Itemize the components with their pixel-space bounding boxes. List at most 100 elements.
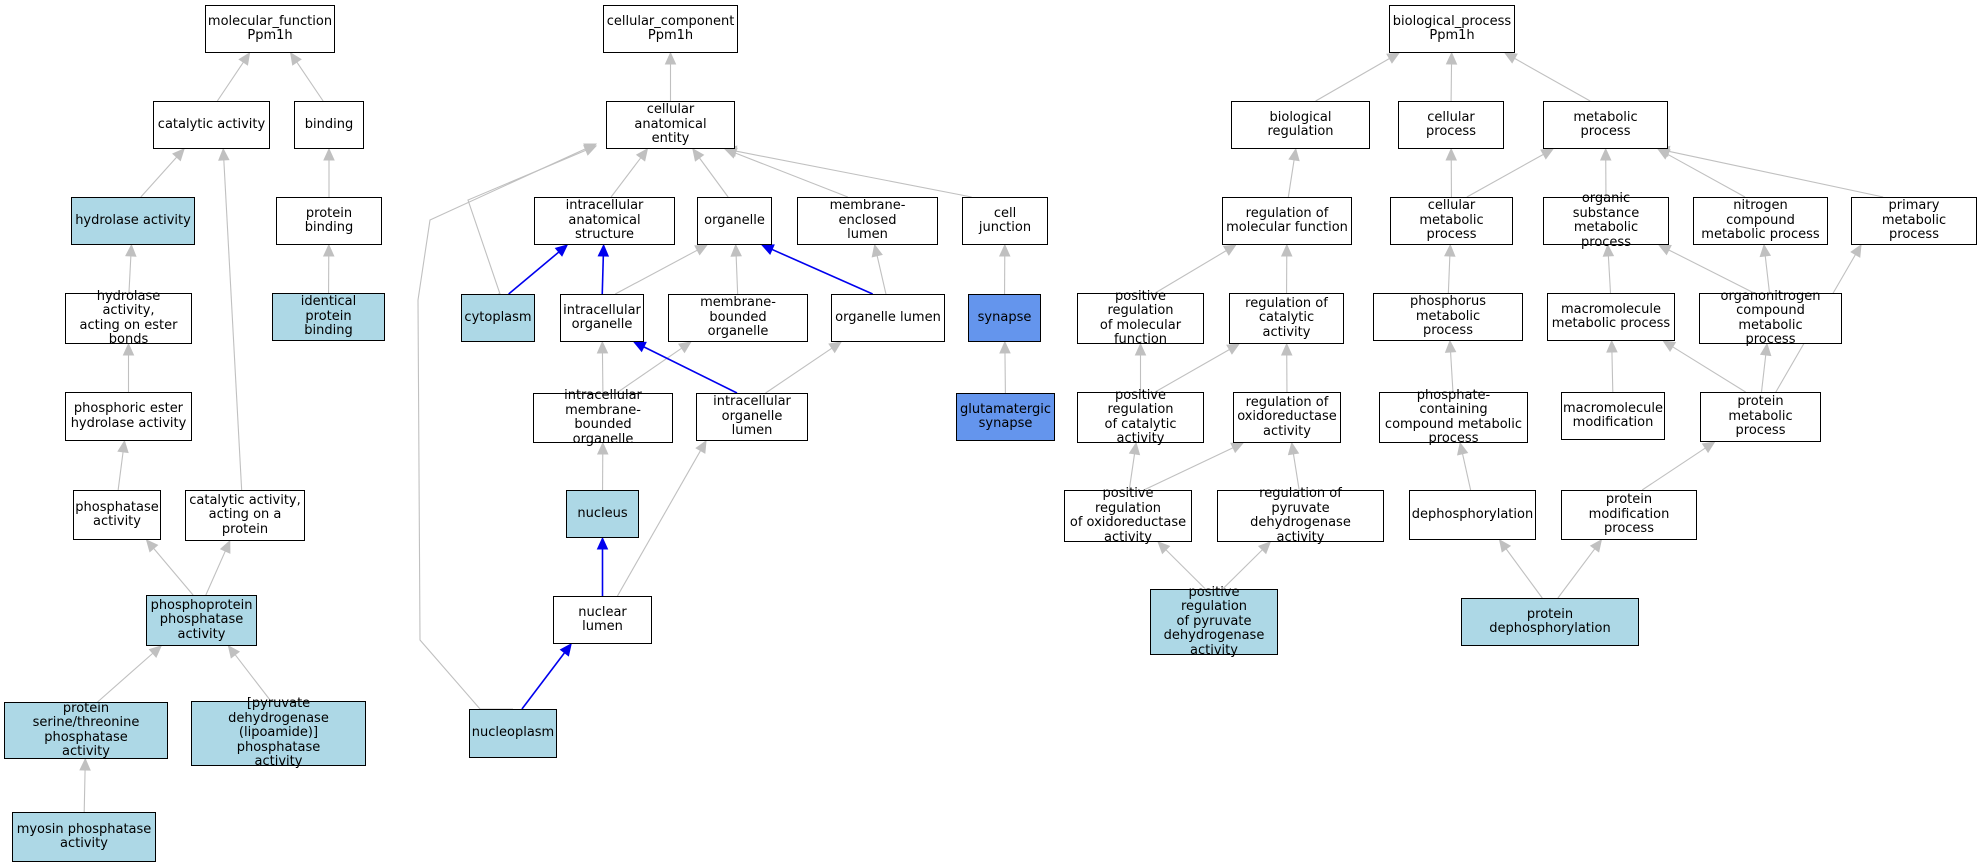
edge-pos_reg_oxidored-to-pos_reg_cat_act — [1128, 453, 1136, 491]
edge-arrowhead-binding-to-mf_root — [289, 51, 302, 66]
edge-organelle_lumen-to-organelle — [771, 248, 873, 295]
edge-arrowhead-ser_thr_phosphatase-to-phosphoprotein_phosphatase — [148, 645, 162, 658]
node-dephosphorylation[interactable]: dephosphorylation — [1409, 490, 1536, 540]
node-organelle-lumen[interactable]: organelle lumen — [831, 294, 945, 342]
node-phosphorus-metabolic-process[interactable]: phosphorus metabolic process — [1373, 293, 1523, 341]
edge-arrowhead-ic_mem_bound_org-to-ic_organelle — [596, 340, 609, 354]
node-intracellular-membrane-bounded-organelle[interactable]: intracellular membrane-bounded organelle — [533, 388, 673, 446]
node-intracellular-organelle[interactable]: intracellular organelle — [560, 294, 644, 342]
edge-arrowhead-nuclear_lumen-to-ic_org_lumen — [695, 439, 707, 454]
node-metabolic-process[interactable]: metabolic process — [1543, 101, 1668, 149]
node-macromolecule-metabolic-process[interactable]: macromolecule metabolic process — [1547, 293, 1675, 341]
node-binding[interactable]: binding — [294, 101, 364, 149]
node-catalytic-activity-protein[interactable]: catalytic activity, acting on a protein — [185, 490, 305, 541]
node-intracellular-anatomical-structure[interactable]: intracellular anatomical structure — [534, 197, 675, 245]
node-nuclear-lumen[interactable]: nuclear lumen — [553, 596, 652, 644]
node-phosphatase-activity[interactable]: phosphatase activity — [73, 490, 161, 540]
node-cellular-anatomical-entity[interactable]: cellular anatomical entity — [606, 101, 735, 149]
node-nucleoplasm[interactable]: nucleoplasm — [469, 709, 557, 758]
edge-metabolic_process-to-bp_root — [1514, 57, 1591, 102]
edge-ser_thr_phosphatase-to-phosphoprotein_phosphatase — [97, 652, 154, 703]
edge-arrowhead-myosin_phosphatase-to-ser_thr_phosphatase — [79, 757, 91, 771]
node-cell-junction[interactable]: cell junction — [962, 197, 1048, 245]
edge-arrowhead-reg_pdh-to-reg_oxidored — [1287, 441, 1300, 456]
edge-arrowhead-cytoplasm-to-ias — [554, 244, 569, 257]
edge-arrowhead-protein_dephos-to-protein_mod — [1589, 539, 1603, 553]
edge-arrowhead-cell_met-to-cellular_process — [1445, 147, 1458, 161]
node-biological-process-root[interactable]: biological_process Ppm1h — [1389, 5, 1515, 53]
node-nucleus[interactable]: nucleus — [566, 490, 639, 538]
node-regulation-of-oxidoreductase-activity[interactable]: regulation of oxidoreductase activity — [1233, 392, 1341, 443]
node-phosphate-containing-compound-metabolic-process[interactable]: phosphate-containing compound metabolic … — [1379, 388, 1528, 446]
node-regulation-of-pyruvate-dehydrogenase-activity[interactable]: regulation of pyruvate dehydrogenase act… — [1217, 486, 1384, 544]
edge-macromol_met-to-org_sub_met — [1607, 255, 1612, 294]
edge-mem_bound_org-to-organelle — [735, 255, 739, 295]
node-intracellular-organelle-lumen[interactable]: intracellular organelle lumen — [696, 393, 808, 441]
node-biological-regulation[interactable]: biological regulation — [1231, 101, 1370, 149]
node-cellular-metabolic-process[interactable]: cellular metabolic process — [1390, 197, 1513, 245]
edge-dephosphorylation-to-phosphate_cont — [1462, 453, 1472, 491]
edge-arrowhead-org_sub_met-to-metabolic_process — [1599, 147, 1612, 161]
edge-arrowhead-metabolic_process-to-bp_root — [1503, 52, 1518, 64]
node-identical-protein-binding[interactable]: identical protein binding — [272, 293, 385, 341]
edge-reg_mol_func-to-bio_reg — [1287, 159, 1295, 198]
edge-arrowhead-synapse-to-cell_junction — [998, 243, 1011, 257]
node-nitrogen-compound-metabolic-process[interactable]: nitrogen compound metabolic process — [1693, 197, 1828, 245]
node-phosphoprotein-phosphatase[interactable]: phosphoprotein phosphatase activity — [146, 595, 257, 646]
node-membrane-bounded-organelle[interactable]: membrane-bounded organelle — [668, 294, 808, 342]
node-macromolecule-modification[interactable]: macromolecule modification — [1561, 392, 1665, 440]
edge-arrowhead-pos_reg_pdh-to-pos_reg_oxidored — [1157, 541, 1171, 555]
node-cytoplasm[interactable]: cytoplasm — [461, 294, 535, 342]
node-catalytic-activity[interactable]: catalytic activity — [153, 101, 270, 149]
edge-catalytic-to-mf_root — [216, 61, 244, 102]
edge-myosin_phosphatase-to-ser_thr_phosphatase — [83, 769, 86, 813]
node-positive-regulation-molecular-function[interactable]: positive regulation of molecular functio… — [1077, 289, 1204, 347]
edge-phosphoprotein_phosphatase-to-catalytic_protein — [205, 550, 226, 596]
node-myosin-phosphatase[interactable]: myosin phosphatase activity — [12, 812, 156, 862]
node-protein-modification-process[interactable]: protein modification process — [1561, 490, 1697, 540]
node-positive-regulation-catalytic-activity[interactable]: positive regulation of catalytic activit… — [1077, 388, 1204, 446]
node-membrane-enclosed-lumen[interactable]: membrane-enclosed lumen — [797, 197, 938, 245]
edge-pos_reg_mol_func-to-reg_mol_func — [1154, 250, 1227, 294]
node-protein-ser-thr-phosphatase[interactable]: protein serine/threonine phosphatase act… — [4, 701, 168, 759]
node-organic-substance-metabolic-process[interactable]: organic substance metabolic process — [1543, 191, 1669, 249]
node-positive-regulation-oxidoreductase-activity[interactable]: positive regulation of oxidoreductase ac… — [1064, 486, 1192, 544]
node-synapse[interactable]: synapse — [968, 294, 1041, 342]
edge-cytoplasm-to-ias — [508, 251, 560, 295]
edge-arrowhead-mem_bound_org-to-organelle — [730, 243, 742, 257]
node-positive-regulation-pyruvate-dehydrogenase[interactable]: positive regulation of pyruvate dehydrog… — [1150, 585, 1278, 658]
edge-organelle-to-cell_anat — [698, 157, 729, 198]
edge-organelle_lumen-to-mem_encl_lumen — [876, 255, 887, 295]
edge-organonitrogen-to-org_sub_met — [1668, 249, 1755, 294]
edge-pos_reg_pdh-to-reg_pdh — [1222, 549, 1263, 590]
node-regulation-of-catalytic-activity[interactable]: regulation of catalytic activity — [1229, 293, 1344, 344]
edge-arrowhead-protein_met-to-primary_met — [1850, 243, 1862, 258]
node-cellular-process[interactable]: cellular process — [1398, 101, 1504, 149]
node-organelle[interactable]: organelle — [697, 197, 772, 245]
node-glutamatergic-synapse[interactable]: glutamatergic synapse — [956, 393, 1055, 441]
node-molecular-function-root[interactable]: molecular_function Ppm1h — [205, 5, 335, 53]
node-protein-metabolic-process[interactable]: protein metabolic process — [1700, 392, 1821, 442]
node-protein-binding[interactable]: protein binding — [276, 197, 382, 245]
node-pdh-lipoamide-phosphatase[interactable]: [pyruvate dehydrogenase (lipoamide)] pho… — [191, 697, 366, 769]
node-organonitrogen-compound-metabolic-process[interactable]: organonitrogen compound metabolic proces… — [1699, 289, 1842, 347]
edge-arrowhead-hydrolase-to-catalytic — [172, 148, 185, 162]
edge-protein_dephos-to-protein_mod — [1557, 548, 1596, 599]
node-protein-dephosphorylation[interactable]: protein dephosphorylation — [1461, 598, 1639, 646]
edge-phosphoprotein_phosphatase-to-phosphatase — [153, 548, 194, 596]
edge-arrowhead-glut_synapse-to-synapse — [999, 340, 1011, 354]
edge-cell_junction-to-cell_anat — [735, 150, 972, 198]
edge-arrowhead-macromol_mod-to-macromol_met — [1606, 339, 1618, 353]
node-phosphoric-ester-hydrolase[interactable]: phosphoric ester hydrolase activity — [65, 392, 192, 441]
edge-nuclear_lumen-to-ic_org_lumen — [616, 450, 702, 597]
edge-arrowhead-dephosphorylation-to-phosphate_cont — [1457, 441, 1469, 456]
node-hydrolase-activity[interactable]: hydrolase activity — [71, 197, 195, 245]
node-hydrolase-activity-ester-bonds[interactable]: hydrolase activity, acting on ester bond… — [65, 289, 192, 347]
edge-arrowhead-pos_reg_cat_act-to-pos_reg_mol_func — [1134, 342, 1147, 356]
node-regulation-of-molecular-function[interactable]: regulation of molecular function — [1222, 197, 1352, 245]
edge-arrowhead-organelle_lumen-to-organelle — [760, 244, 775, 255]
node-primary-metabolic-process[interactable]: primary metabolic process — [1851, 197, 1977, 245]
edge-ic_mem_bound_org-to-mem_bound_org — [616, 347, 682, 394]
node-cellular-component-root[interactable]: cellular_component Ppm1h — [603, 5, 738, 53]
edge-arrowhead-protein_met-to-organonitrogen — [1759, 342, 1772, 357]
